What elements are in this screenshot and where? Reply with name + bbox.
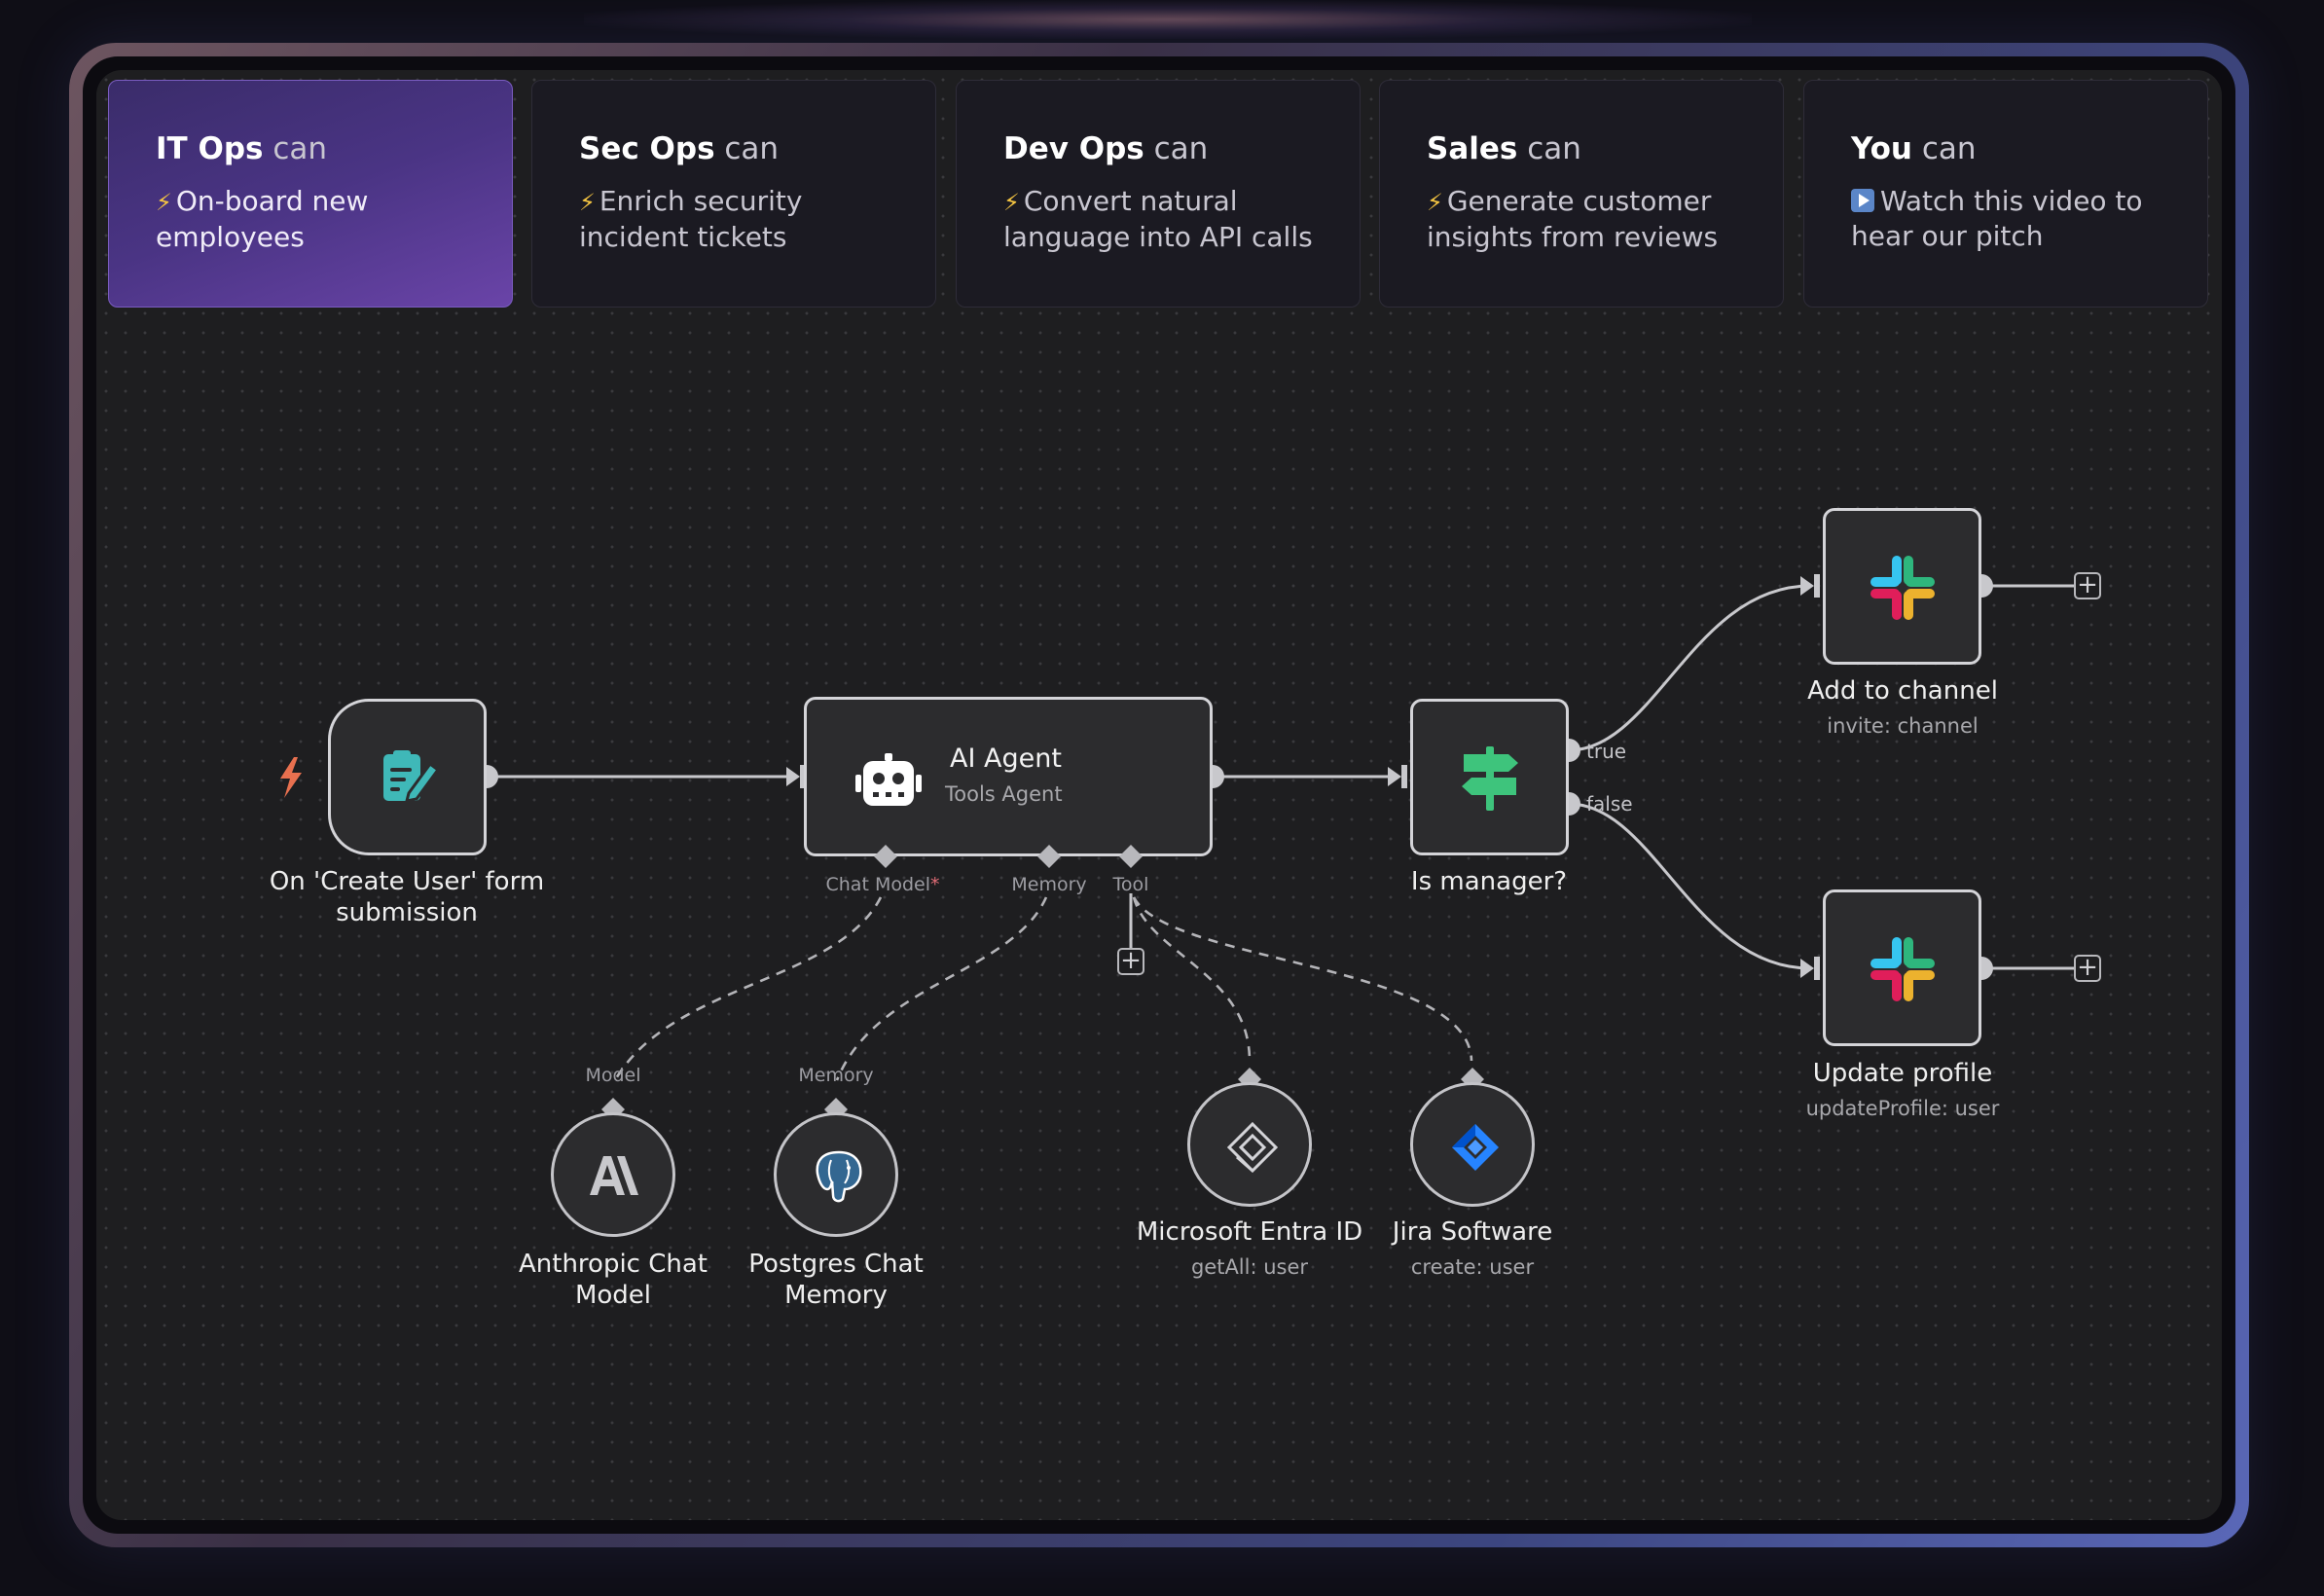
tool-port-label: Tool — [1112, 874, 1149, 895]
microsoft-entra-id-node[interactable] — [1187, 1082, 1312, 1207]
jira-icon — [1452, 1124, 1499, 1171]
trigger-node[interactable] — [328, 699, 487, 855]
agent-subtitle: Tools Agent — [945, 782, 1063, 806]
tab-heading: IT Ops can — [156, 131, 328, 166]
arrow-head — [1388, 767, 1401, 786]
entra-label: Microsoft Entra ID — [1136, 1217, 1363, 1247]
tab-description: ⚡Enrich security incident tickets — [579, 185, 803, 253]
true-branch-label: true — [1586, 740, 1627, 763]
tool-port — [1119, 845, 1143, 868]
input-handle — [1814, 574, 1820, 598]
anthropic-port-label: Model — [585, 1065, 641, 1086]
tab-sales[interactable]: Sales can ⚡Generate customer insights fr… — [1379, 80, 1784, 308]
condition-label: Is manager? — [1410, 867, 1568, 896]
memory-port — [1037, 845, 1061, 868]
agent-title: AI Agent — [950, 744, 1062, 774]
anthropic-icon — [590, 1156, 638, 1195]
postgres-chat-memory-node[interactable] — [774, 1112, 898, 1237]
slack-icon — [1870, 556, 1935, 620]
tab-heading: Sec Ops can — [579, 131, 780, 166]
tab-description: ⚡Convert natural language into API calls — [1003, 185, 1313, 253]
false-branch-label: false — [1586, 792, 1633, 816]
tab-description: ⚡On-board new employees — [156, 185, 369, 253]
tab-it-ops[interactable]: IT Ops can ⚡On-board new employees — [108, 80, 513, 308]
add-tool-button[interactable]: + — [1117, 948, 1144, 975]
top-glow — [584, 0, 1752, 39]
tab-heading: You can — [1851, 131, 1977, 166]
add-to-channel-label: Add to channel — [1807, 676, 1998, 706]
bolt-icon: ⚡ — [579, 189, 596, 216]
add-to-channel-sub: invite: channel — [1827, 714, 1979, 738]
update-profile-label: Update profile — [1812, 1059, 1993, 1088]
update-profile-sub: updateProfile: user — [1805, 1097, 2000, 1120]
tab-heading: Dev Ops can — [1003, 131, 1209, 166]
connection-false-branch — [1568, 802, 1811, 970]
input-handle — [1401, 765, 1407, 788]
input-handle — [800, 765, 806, 788]
arrow-head — [786, 767, 800, 786]
chat-model-port — [874, 845, 897, 868]
robot-icon — [855, 753, 922, 806]
memory-port-label: Memory — [1011, 874, 1087, 895]
postgres-port-label: Memory — [798, 1065, 874, 1086]
bolt-icon: ⚡ — [156, 189, 172, 216]
arrow-head — [1800, 959, 1814, 978]
entra-id-icon — [1227, 1122, 1278, 1173]
anthropic-chat-model-node[interactable] — [551, 1112, 675, 1237]
tab-you[interactable]: You can Watch this video to hear our pit… — [1803, 80, 2208, 308]
chat-model-port-label: Chat Model* — [825, 874, 940, 895]
jira-software-node[interactable] — [1410, 1082, 1535, 1207]
bolt-icon: ⚡ — [1003, 189, 1020, 216]
bolt-icon: ⚡ — [1427, 189, 1443, 216]
input-handle — [1814, 957, 1820, 980]
is-manager-node[interactable] — [1410, 699, 1569, 855]
play-video-icon — [1851, 189, 1874, 212]
ai-agent-node[interactable] — [804, 697, 1213, 856]
update-profile-node[interactable] — [1823, 889, 1981, 1046]
signpost-icon — [1462, 746, 1518, 811]
trigger-label: On 'Create User' form submission — [269, 867, 545, 927]
tab-dev-ops[interactable]: Dev Ops can ⚡Convert natural language in… — [956, 80, 1361, 308]
jira-label: Jira Software — [1392, 1217, 1553, 1247]
anthropic-label: Anthropic Chat Model — [518, 1250, 708, 1310]
jira-sub: create: user — [1410, 1255, 1535, 1279]
tab-description: ⚡Generate customer insights from reviews — [1427, 185, 1719, 253]
tab-heading: Sales can — [1427, 131, 1581, 166]
postgres-icon — [816, 1150, 862, 1203]
trigger-bolt-icon — [280, 757, 302, 798]
tab-sec-ops[interactable]: Sec Ops can ⚡Enrich security incident ti… — [531, 80, 936, 308]
entra-sub: getAll: user — [1190, 1255, 1309, 1279]
connection-tool-jira — [1132, 896, 1473, 1062]
connection-true-branch — [1568, 584, 1811, 752]
postgres-label: Postgres Chat Memory — [748, 1250, 924, 1310]
add-after-profile-button[interactable]: + — [2074, 955, 2101, 982]
connection-tool-entra — [1132, 896, 1252, 1062]
add-to-channel-node[interactable] — [1823, 508, 1981, 665]
arrow-head — [1800, 576, 1814, 596]
connection-chat-model — [613, 896, 883, 1081]
add-after-channel-button[interactable]: + — [2074, 572, 2101, 599]
slack-icon — [1870, 937, 1935, 1001]
tab-description: Watch this video to hear our pitch — [1851, 185, 2143, 252]
form-edit-icon — [383, 750, 440, 803]
